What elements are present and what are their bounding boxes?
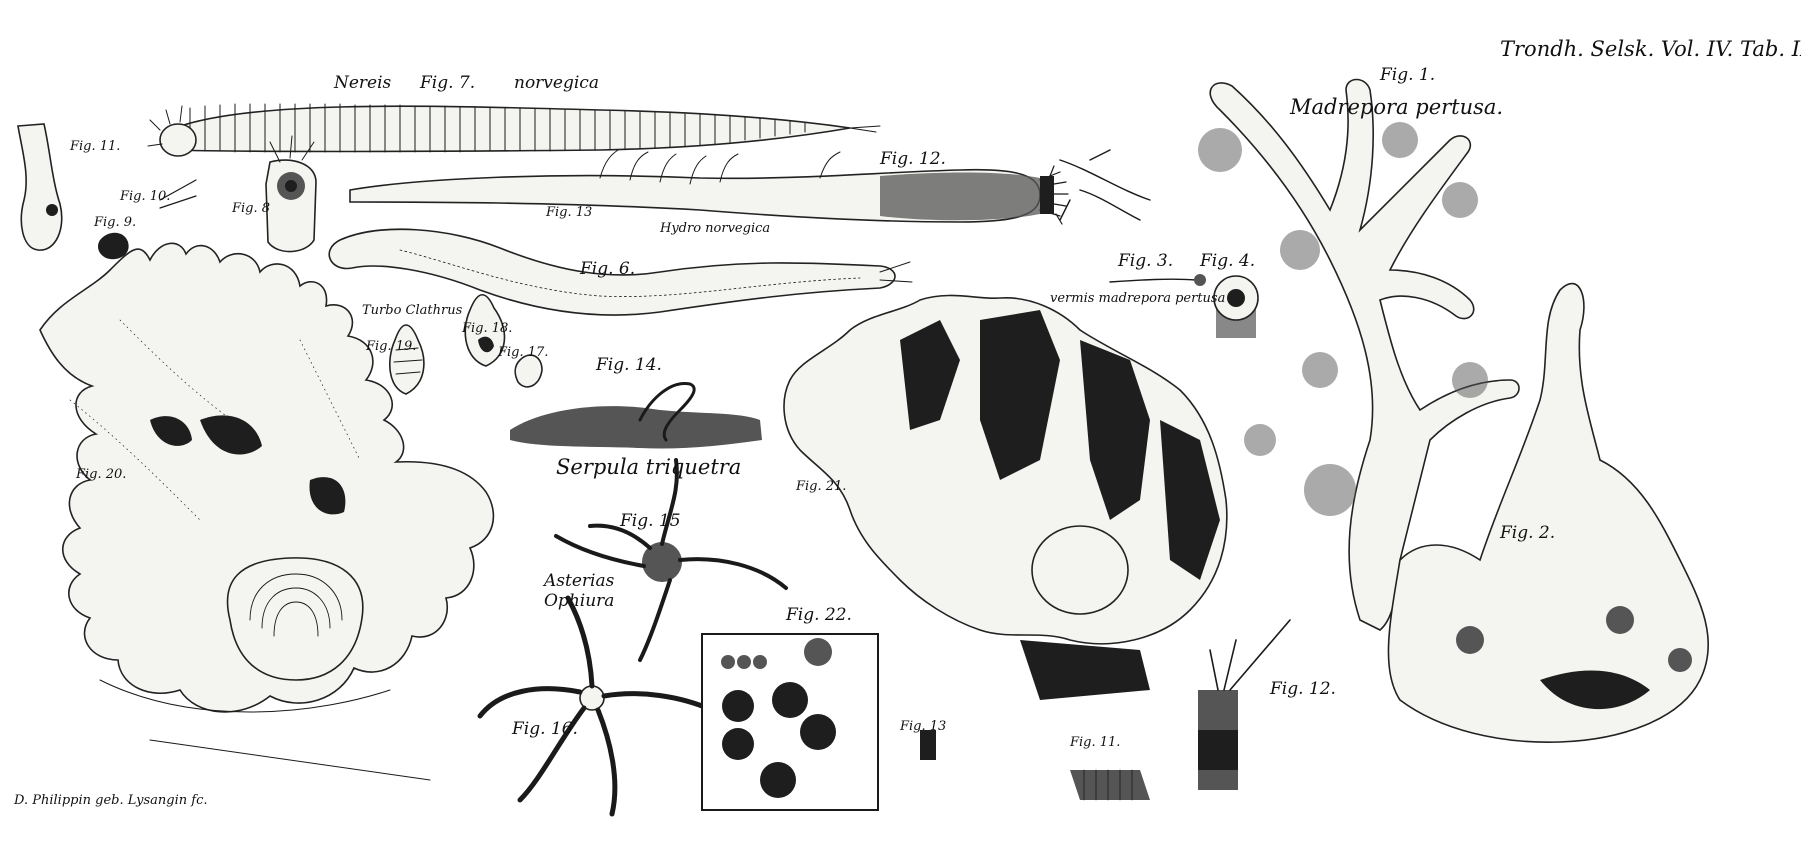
polyp-box-figure-22 [701, 633, 879, 811]
caption-fig19: Fig. 19. [365, 339, 416, 354]
caption-fig16: Fig. 16. [511, 719, 578, 739]
caption-fig21: Fig. 21. [795, 479, 846, 494]
caption-fig22: Fig. 22. [785, 605, 852, 625]
starfish-figure-16 [477, 595, 715, 817]
caption-fig17: Fig. 17. [497, 345, 548, 360]
caption-fig11-top: Fig. 11. [69, 139, 120, 154]
caption-vermis: vermis madrepora pertusa [1050, 291, 1225, 306]
caption-fig13-bottom: Fig. 13 [899, 719, 946, 734]
caption-fig20: Fig. 20. [75, 467, 126, 482]
plate-header: Trondh. Selsk. Vol. IV. Tab. II. [1500, 37, 1801, 61]
serpula-figure-14 [510, 382, 762, 449]
caption-fig4: Fig. 4. [1199, 251, 1255, 271]
nereis-worm-figure [147, 103, 881, 157]
caption-fig13-top: Fig. 13 [545, 205, 592, 220]
caption-madrepora-pertusa: Madrepora pertusa. [1289, 95, 1503, 119]
caption-fig18: Fig. 18. [461, 321, 512, 336]
caption-hydro-norvegica: Hydro norvegica [659, 221, 770, 236]
coral-figure-21 [783, 294, 1228, 700]
turbo-shells-figures [389, 293, 543, 395]
caption-asterias: Asterias [542, 571, 615, 591]
coral-base-figure-2 [1387, 282, 1709, 743]
madrepora-figure-1 [1059, 78, 1520, 631]
caption-fig12-top: Fig. 12. [879, 149, 946, 169]
caption-norvegica: norvegica [514, 73, 599, 93]
vermis-figure-3-4 [1109, 274, 1259, 338]
caption-fig12-bottom: Fig. 12. [1269, 679, 1336, 699]
caption-fig11-bottom: Fig. 11. [1069, 735, 1120, 750]
caption-ophiura: Ophiura [544, 591, 614, 611]
engraver-credit: D. Philippin geb. Lysangin fc. [13, 793, 207, 808]
caption-turbo-clathrus: Turbo Clathrus [362, 303, 463, 318]
caption-fig1: Fig. 1. [1379, 65, 1435, 85]
hydro-norvegica-figure [349, 149, 1069, 225]
caption-fig15: Fig. 15 [619, 511, 681, 531]
small-top-left-figures [17, 123, 317, 260]
caption-serpula-triquetra: Serpula triquetra [556, 455, 741, 479]
caption-fig8: Fig. 8 [231, 201, 270, 216]
caption-fig3: Fig. 3. [1117, 251, 1173, 271]
coral-figure-20 [39, 242, 495, 781]
caption-fig10: Fig. 10. [119, 189, 170, 204]
small-bottom-figures [920, 619, 1291, 801]
caption-fig7: Fig. 7. [419, 73, 475, 93]
caption-fig14: Fig. 14. [595, 355, 662, 375]
caption-fig9: Fig. 9. [93, 215, 136, 230]
worm-figure-6 [328, 228, 913, 316]
caption-fig2: Fig. 2. [1499, 523, 1555, 543]
caption-fig6: Fig. 6. [579, 259, 635, 279]
caption-nereis: Nereis [333, 73, 392, 93]
brittlestar-figure-15 [554, 458, 788, 662]
